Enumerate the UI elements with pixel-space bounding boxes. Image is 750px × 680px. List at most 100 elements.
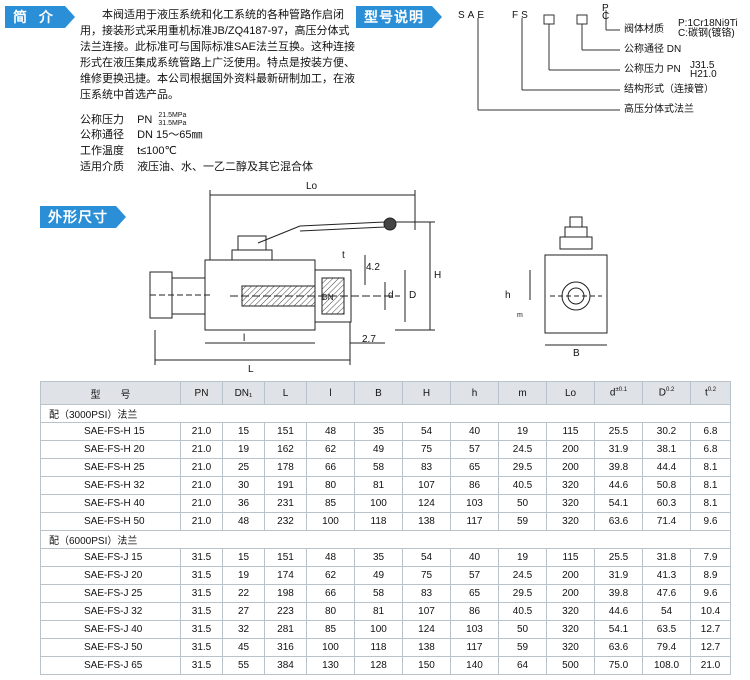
table-cell: 150 xyxy=(402,656,451,675)
table-cell: 15 xyxy=(222,548,265,567)
table-cell: 103 xyxy=(450,494,499,513)
intro-paragraph: 本阀适用于液压系统和化工系统的各种管路作启闭用，接装形式采用重机标准JB/ZQ4… xyxy=(80,9,356,101)
dim-d: d xyxy=(388,290,394,301)
table-cell-model: SAE-FS-J 50 xyxy=(40,638,181,657)
table-cell: 31.5 xyxy=(180,566,223,585)
table-header-0: 型 号 xyxy=(40,381,181,405)
table-cell: 19 xyxy=(222,440,265,459)
table-cell: 39.8 xyxy=(594,458,643,477)
table-cell: 320 xyxy=(546,620,595,639)
table-cell: 100 xyxy=(354,494,403,513)
model-nominal-dia: 公称通径 DN xyxy=(624,44,682,55)
table-cell: 65 xyxy=(450,458,499,477)
table-header-tolerance: 0.2 xyxy=(665,387,675,394)
table-cell: 138 xyxy=(402,512,451,531)
model-structure: 结构形式（连接管） xyxy=(624,84,714,95)
table-cell: 85 xyxy=(306,620,355,639)
table-cell: 30.2 xyxy=(642,422,691,441)
table-cell: 65 xyxy=(450,584,499,603)
table-cell: 8.1 xyxy=(690,494,731,513)
table-cell: 200 xyxy=(546,440,595,459)
table-cell: 83 xyxy=(402,458,451,477)
table-cell: 29.5 xyxy=(498,458,547,477)
table-cell: 25.5 xyxy=(594,422,643,441)
table-cell: 31.5 xyxy=(180,620,223,639)
table-cell: 54.1 xyxy=(594,620,643,639)
table-group-row: 配（6000PSI）法兰 xyxy=(40,530,731,549)
spec-temp-value: t≤100℃ xyxy=(137,145,177,157)
table-cell: 54.1 xyxy=(594,494,643,513)
table-cell-model: SAE-FS-H 20 xyxy=(40,440,181,459)
table-cell: 100 xyxy=(306,512,355,531)
table-cell: 38.1 xyxy=(642,440,691,459)
table-cell: 50 xyxy=(498,620,547,639)
table-cell: 117 xyxy=(450,512,499,531)
table-cell: 320 xyxy=(546,512,595,531)
table-cell: 63.6 xyxy=(594,638,643,657)
spec-pressure-prefix: PN xyxy=(137,113,153,126)
table-cell: 36 xyxy=(222,494,265,513)
table-cell: 6.8 xyxy=(690,440,731,459)
table-header-10: d±0.1 xyxy=(594,381,643,405)
table-header-6: H xyxy=(402,381,451,405)
table-cell: 48 xyxy=(222,512,265,531)
table-cell: 54 xyxy=(402,422,451,441)
table-cell: 281 xyxy=(264,620,307,639)
spec-pressure-j: 31.5MPa xyxy=(158,120,187,127)
table-cell: 31.5 xyxy=(180,548,223,567)
table-cell: 25.5 xyxy=(594,548,643,567)
table-header-tolerance: 0.2 xyxy=(707,387,717,394)
table-cell: 124 xyxy=(402,620,451,639)
model-code-fs: FS xyxy=(512,10,531,21)
table-cell: 21.0 xyxy=(180,476,223,495)
table-header-12: t0.2 xyxy=(690,381,731,405)
table-cell: 63.5 xyxy=(642,620,691,639)
table-cell: 58 xyxy=(354,584,403,603)
dim-dn: DN xyxy=(322,293,334,302)
table-cell: 40 xyxy=(450,422,499,441)
table-cell: 21.0 xyxy=(180,458,223,477)
spec-medium-label: 适用介质 xyxy=(80,161,124,173)
model-body-material: 阀体材质 xyxy=(624,24,664,35)
table-cell: 50.8 xyxy=(642,476,691,495)
model-nominal-pressure: 公称压力 PN xyxy=(624,64,681,75)
table-cell: 140 xyxy=(450,656,499,675)
table-cell: 151 xyxy=(264,548,307,567)
dim-d-cap: D xyxy=(409,290,417,301)
table-cell: 108.0 xyxy=(642,656,691,675)
dim-h: h xyxy=(505,290,511,301)
table-cell: 128 xyxy=(354,656,403,675)
table-cell: 64 xyxy=(498,656,547,675)
table-cell: 500 xyxy=(546,656,595,675)
table-cell: 24.5 xyxy=(498,566,547,585)
table-cell: 44.6 xyxy=(594,602,643,621)
table-cell: 80 xyxy=(306,602,355,621)
table-cell: 57 xyxy=(450,440,499,459)
table-cell: 47.6 xyxy=(642,584,691,603)
table-cell: 21.0 xyxy=(180,422,223,441)
model-heading: 型号说明 xyxy=(356,6,442,28)
table-cell: 62 xyxy=(306,440,355,459)
table-cell: 198 xyxy=(264,584,307,603)
model-code-leaders xyxy=(477,10,620,111)
spec-pressure-label: 公称压力 xyxy=(80,113,124,126)
table-cell-model: SAE-FS-J 15 xyxy=(40,548,181,567)
table-cell: 107 xyxy=(402,476,451,495)
table-cell: 21.0 xyxy=(180,512,223,531)
spec-temp-label: 工作温度 xyxy=(80,145,124,157)
table-cell: 19 xyxy=(498,548,547,567)
table-cell: 12.7 xyxy=(690,620,731,639)
table-cell: 71.4 xyxy=(642,512,691,531)
table-cell: 62 xyxy=(306,566,355,585)
spec-medium-value: 液压油、水、一乙二醇及其它混合体 xyxy=(137,161,314,173)
dim-b: B xyxy=(573,348,580,359)
table-cell: 100 xyxy=(354,620,403,639)
